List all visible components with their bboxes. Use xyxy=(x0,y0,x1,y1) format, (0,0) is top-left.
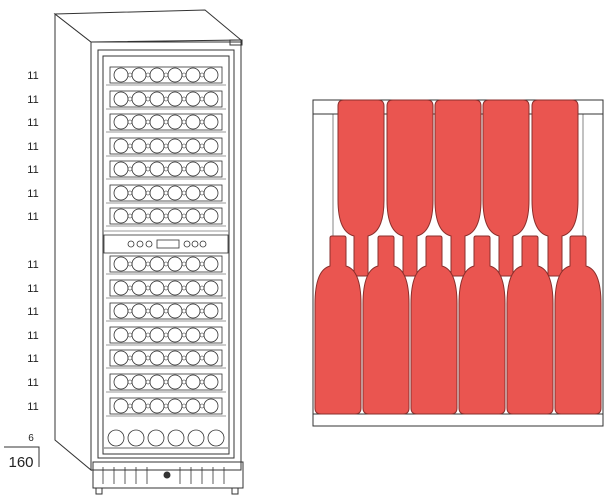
bottle-icon xyxy=(362,235,410,415)
shelf-count-label: 11 xyxy=(27,283,38,295)
total-bracket xyxy=(4,446,40,467)
bottle-icon xyxy=(554,235,602,415)
shelf xyxy=(106,66,226,86)
shelf xyxy=(106,373,226,393)
bottom-shelf xyxy=(104,429,228,449)
bottle-end xyxy=(147,429,165,447)
bottom-shelf-count: 6 xyxy=(28,433,34,444)
bottle-end xyxy=(167,429,185,447)
shelf xyxy=(106,113,226,133)
shelf-count-label: 11 xyxy=(27,70,38,82)
shelf-count-label: 11 xyxy=(27,377,38,389)
shelf xyxy=(106,207,226,227)
bottle-icon xyxy=(458,235,506,415)
shelf xyxy=(106,160,226,180)
bottle-end xyxy=(127,429,145,447)
shelf-count-label: 11 xyxy=(27,306,38,318)
shelf xyxy=(106,326,226,346)
shelf-count-label: 11 xyxy=(27,259,38,271)
bottle-icon xyxy=(410,235,458,415)
control-panel-icon xyxy=(103,230,229,254)
vent-grille-icon xyxy=(92,461,244,489)
shelf-count-label: 11 xyxy=(27,117,38,129)
shelf-count-label: 11 xyxy=(27,330,38,342)
bottle-arrangement-closeup xyxy=(312,99,604,427)
shelf xyxy=(106,90,226,110)
shelf xyxy=(106,184,226,204)
bottle-end xyxy=(107,429,125,447)
shelves xyxy=(104,66,228,449)
shelf-count-label: 11 xyxy=(27,188,38,200)
shelf-count-label: 11 xyxy=(27,141,38,153)
shelf xyxy=(106,397,226,417)
shelf xyxy=(106,255,226,275)
shelf-count-label: 11 xyxy=(27,164,38,176)
bottle-icon xyxy=(506,235,554,415)
shelf-count-label: 11 xyxy=(27,94,38,106)
shelf-labels: 11 11 11 11 11 11 11 11 11 11 11 11 11 11 xyxy=(27,70,38,413)
bottle-icon xyxy=(337,99,385,277)
bottle-end xyxy=(207,429,225,447)
bottle-end xyxy=(187,429,205,447)
shelf-count-label: 11 xyxy=(27,401,38,413)
shelf xyxy=(106,137,226,157)
shelf-count-label: 11 xyxy=(27,353,38,365)
bottle-icon xyxy=(314,235,362,415)
shelf xyxy=(106,279,226,299)
total-capacity: 160 xyxy=(8,454,33,471)
shelf xyxy=(106,302,226,322)
shelf-count-label: 11 xyxy=(27,211,38,223)
shelf xyxy=(106,349,226,369)
